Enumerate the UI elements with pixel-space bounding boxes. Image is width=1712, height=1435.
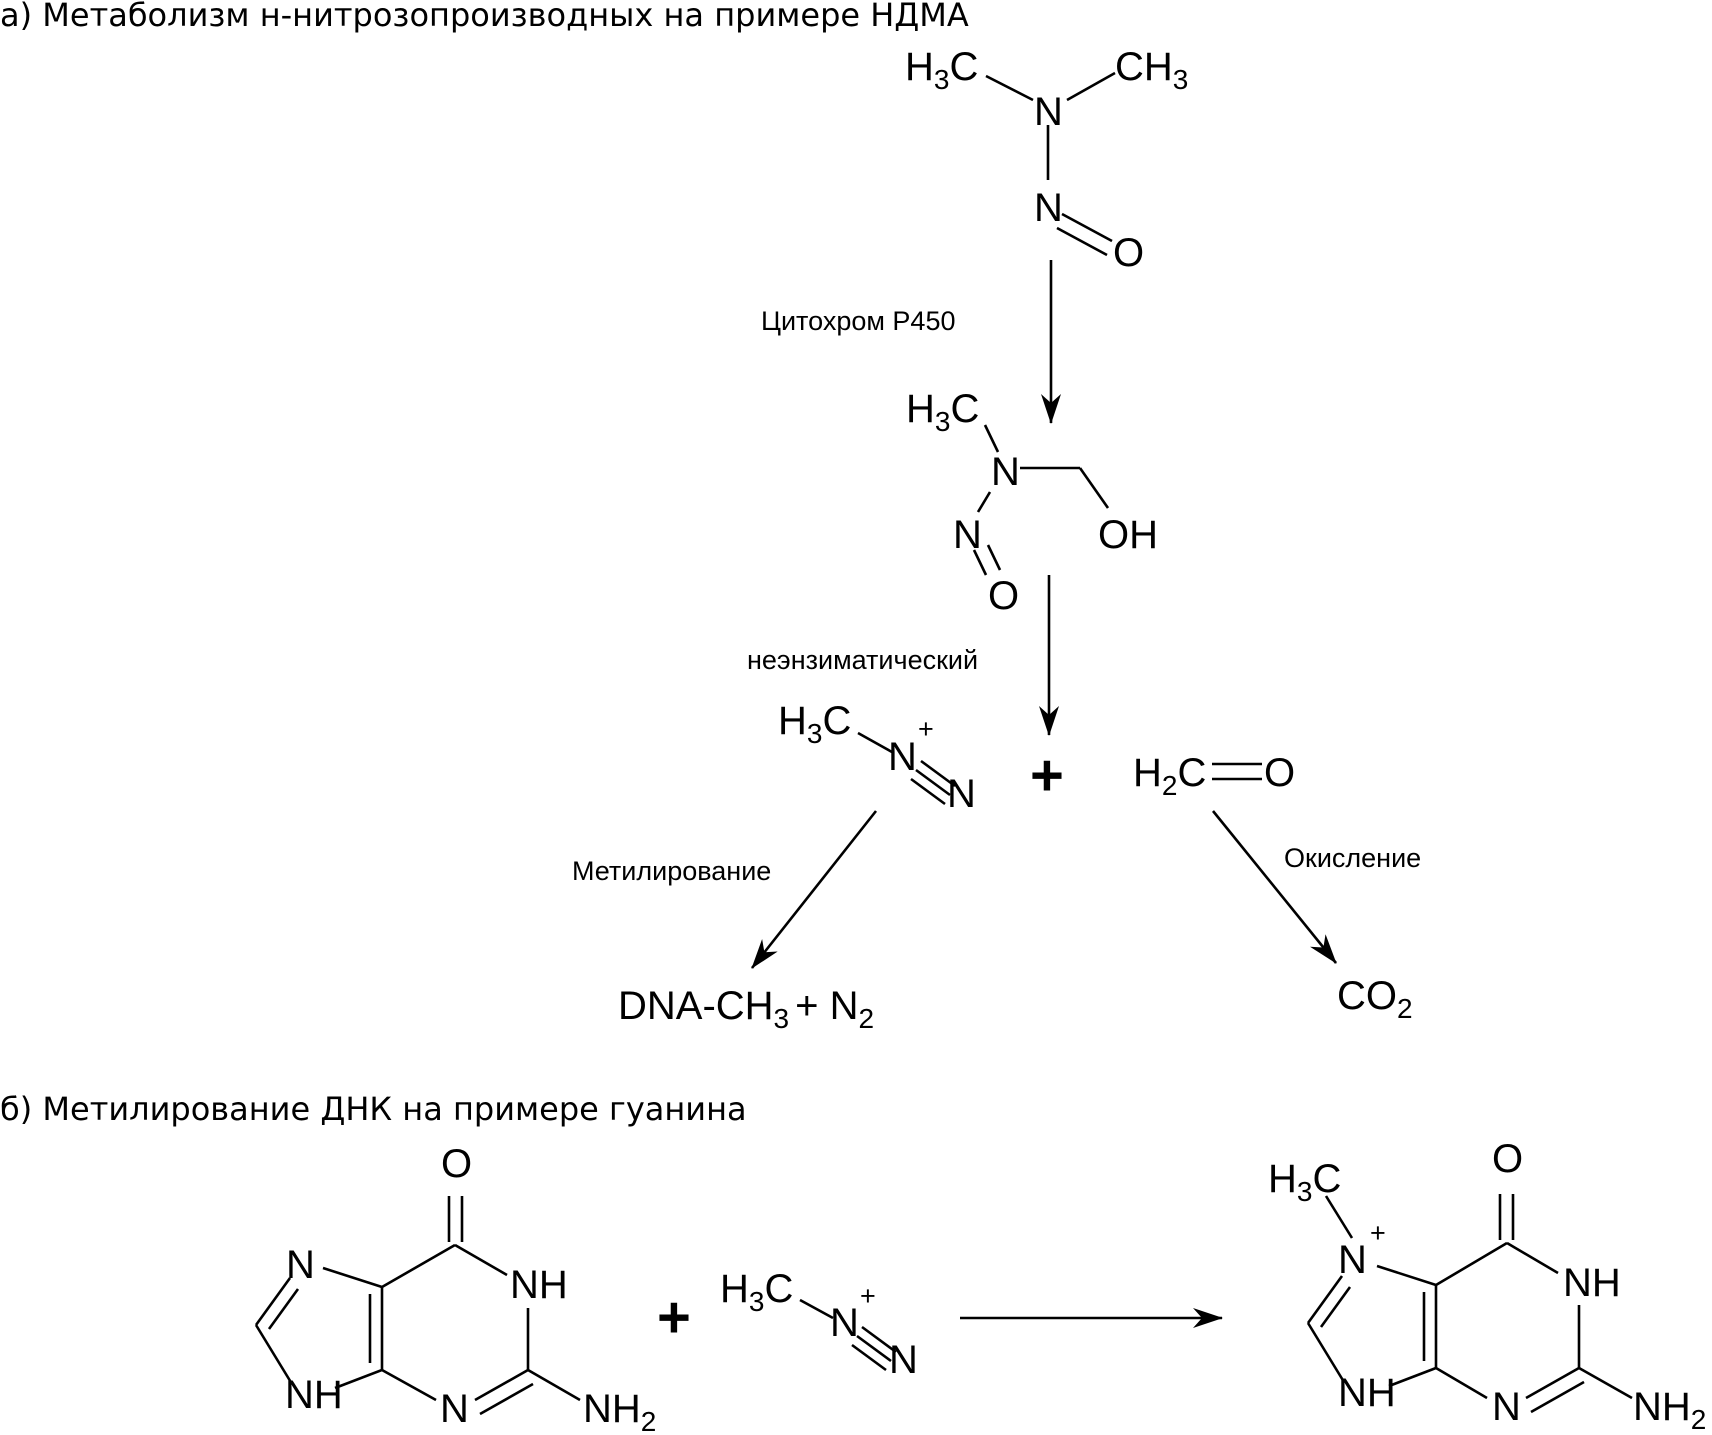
arrow-methylation [750, 810, 878, 969]
svg-text:+: + [1370, 1218, 1386, 1248]
label-oxidation: Окисление [1284, 843, 1421, 873]
svg-text:NH2: NH2 [1633, 1385, 1706, 1435]
svg-text:OH: OH [1098, 513, 1158, 557]
svg-text:N: N [947, 772, 976, 816]
plus-sign-b: + [657, 1285, 691, 1350]
svg-text:N: N [1338, 1238, 1367, 1282]
formaldehyde-molecule: H2C O [1133, 751, 1295, 801]
svg-text:NH2: NH2 [583, 1387, 656, 1435]
svg-text:NH: NH [285, 1373, 343, 1417]
svg-text:NH: NH [510, 1263, 568, 1307]
plus-sign-a: + [1030, 743, 1064, 808]
svg-text:H3C: H3C [1268, 1157, 1341, 1207]
svg-text:+: + [860, 1281, 876, 1311]
methylguanine-product-molecule: O H3C N + NH NH N NH2 [1268, 1137, 1706, 1435]
svg-text:N: N [830, 1301, 859, 1345]
svg-text:N: N [286, 1243, 315, 1287]
svg-text:N: N [1034, 186, 1063, 230]
svg-text:N: N [888, 735, 917, 779]
svg-text:N: N [1034, 90, 1063, 134]
svg-text:H2C: H2C [1133, 751, 1206, 801]
product-dna-ch3-n2: DNA-CH3+ N2 [618, 984, 874, 1034]
label-cytochrome: Цитохром P450 [761, 306, 955, 336]
svg-text:O: O [1264, 751, 1295, 795]
svg-text:O: O [1113, 231, 1144, 275]
svg-text:N: N [1492, 1385, 1521, 1429]
svg-text:O: O [1492, 1137, 1523, 1181]
svg-text:H3C: H3C [720, 1267, 793, 1317]
svg-text:N: N [991, 450, 1020, 494]
section-a-title: а) Метаболизм н-нитрозопроизводных на пр… [0, 0, 969, 34]
section-b-title: б) Метилирование ДНК на примере гуанина [0, 1090, 747, 1128]
arrow-oxidation [1211, 810, 1338, 964]
svg-text:N: N [889, 1338, 918, 1382]
svg-text:H3C: H3C [905, 45, 978, 95]
methyldiazonium-molecule-a: H3C N + N [778, 699, 976, 816]
svg-text:O: O [441, 1142, 472, 1186]
hydroxymethyl-nitrosamine-molecule: H3C N N O OH [906, 387, 1158, 618]
svg-text:+: + [918, 714, 934, 744]
svg-text:NH: NH [1338, 1371, 1396, 1415]
ndma-molecule: H3C CH3 N N O [905, 45, 1188, 275]
methyldiazonium-molecule-b: H3C N + N [720, 1267, 918, 1382]
label-methylation: Метилирование [572, 856, 771, 886]
svg-text:O: O [988, 574, 1019, 618]
svg-text:NH: NH [1563, 1261, 1621, 1305]
svg-text:CH3: CH3 [1115, 45, 1188, 95]
label-nonenzymatic: неэнзиматический [747, 645, 978, 675]
svg-text:H3C: H3C [906, 387, 979, 437]
guanine-molecule: O N NH NH N NH2 [254, 1142, 656, 1435]
svg-text:H3C: H3C [778, 699, 851, 749]
svg-text:N: N [953, 513, 982, 557]
svg-text:N: N [440, 1387, 469, 1431]
product-co2: CO2 [1337, 974, 1413, 1024]
